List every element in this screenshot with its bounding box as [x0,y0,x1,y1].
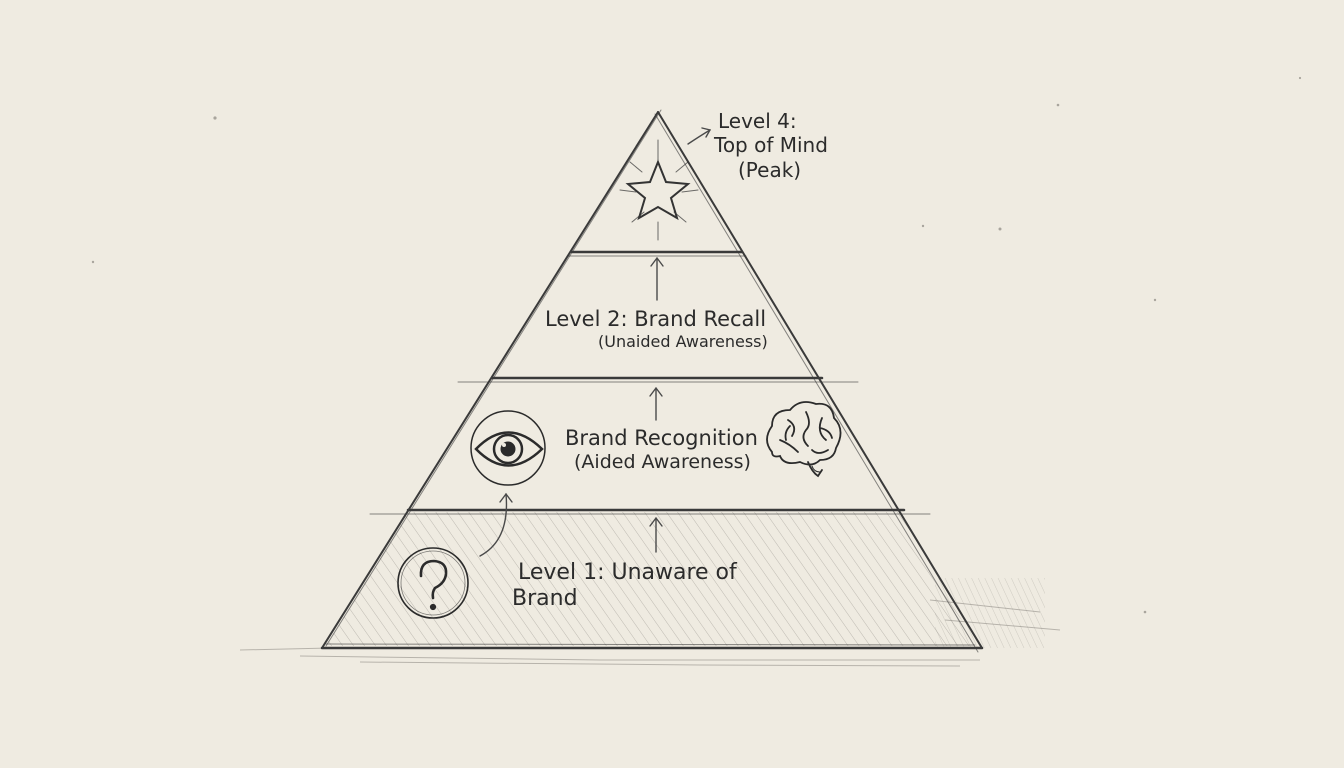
curved-arrow [479,492,513,557]
up-arrows [649,256,664,553]
eye-icon [470,410,546,486]
level2-subtitle: (Unaided Awareness) [598,332,768,351]
level1-shading [326,512,976,646]
level4-title-line2: Top of Mind [714,133,828,157]
paper-specks [91,76,1302,614]
level3-title: Brand Recognition [565,426,758,450]
level4-pointer-arrow [687,127,712,145]
level1-title: Level 1: Unaware of [518,560,737,585]
level3-subtitle: (Aided Awareness) [574,451,751,473]
tier-dividers [369,250,931,515]
brain-icon [766,401,842,478]
level2-title: Level 2: Brand Recall [545,307,767,331]
level4-subtitle: (Peak) [738,158,802,182]
star-icon [619,139,699,241]
level4-title: Level 4: [718,109,797,133]
star-rays [619,139,699,241]
question-mark-icon [397,547,469,619]
level1-title-line2: Brand [512,586,578,611]
